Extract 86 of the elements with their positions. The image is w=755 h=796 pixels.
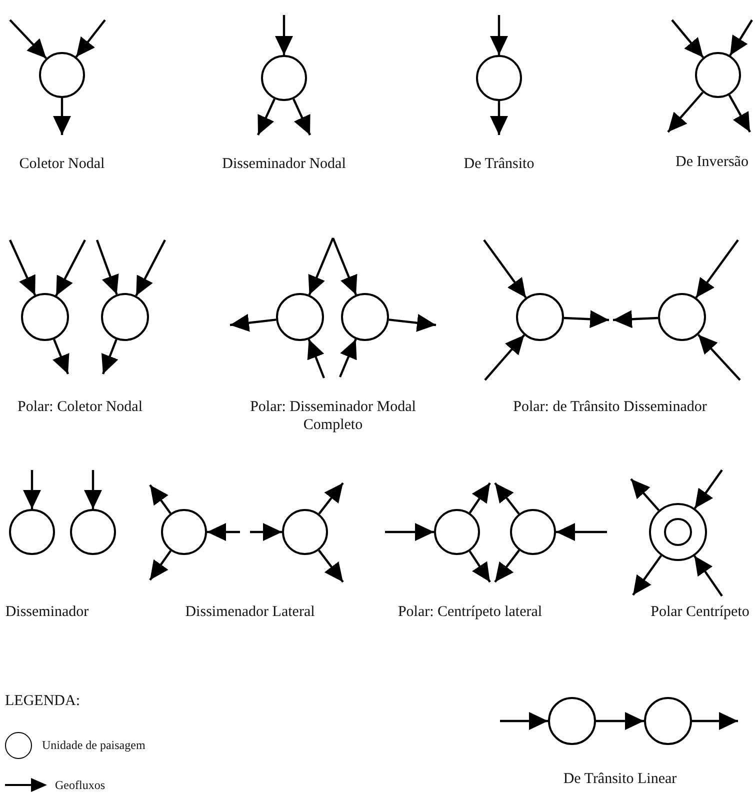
landscape-unit-circle bbox=[101, 293, 149, 341]
arrow bbox=[75, 19, 106, 58]
arrow bbox=[695, 239, 739, 298]
arrow bbox=[84, 470, 102, 509]
arrow bbox=[630, 478, 660, 512]
pattern-caption: Disseminador bbox=[5, 603, 89, 621]
arrow bbox=[468, 482, 491, 514]
arrow bbox=[292, 98, 311, 136]
pattern-caption: De Inversão bbox=[676, 153, 748, 171]
legend-label: Unidade de paisagem bbox=[42, 738, 146, 752]
landscape-unit-circle bbox=[516, 293, 564, 341]
arrow bbox=[483, 239, 527, 298]
arrow bbox=[257, 98, 276, 136]
arrow bbox=[96, 240, 119, 295]
arrow bbox=[694, 469, 723, 510]
arrow bbox=[52, 338, 70, 374]
arrow bbox=[500, 712, 548, 730]
landscape-unit-circle bbox=[434, 509, 480, 555]
arrow bbox=[149, 484, 172, 514]
arrow bbox=[596, 712, 644, 730]
landscape-unit-circle bbox=[510, 509, 556, 555]
landscape-unit-circle bbox=[649, 503, 707, 561]
arrow bbox=[564, 310, 610, 328]
arrow bbox=[612, 310, 658, 328]
landscape-unit-circle bbox=[161, 509, 207, 555]
arrow bbox=[135, 240, 166, 296]
legend-label: Geofluxos bbox=[55, 778, 105, 792]
arrow bbox=[9, 240, 36, 296]
arrow bbox=[307, 338, 326, 378]
pattern-caption: De Trânsito bbox=[464, 155, 534, 173]
legend-title: LEGENDA: bbox=[5, 692, 80, 710]
arrow bbox=[101, 339, 118, 374]
landscape-unit-circle bbox=[658, 293, 706, 341]
arrow bbox=[318, 550, 344, 583]
landscape-unit-circle bbox=[341, 293, 389, 341]
arrow bbox=[55, 240, 86, 296]
arrow bbox=[692, 712, 738, 730]
landscape-unit-circle bbox=[644, 697, 692, 745]
arrow bbox=[23, 470, 41, 509]
landscape-unit-circle bbox=[548, 697, 596, 745]
landscape-unit-circle bbox=[39, 52, 85, 98]
pattern-caption: Polar: de Trânsito Disseminador bbox=[513, 398, 707, 416]
arrow bbox=[556, 523, 607, 541]
arrow bbox=[490, 101, 508, 135]
pattern-caption: Polar Centrípeto bbox=[650, 603, 750, 621]
arrow bbox=[308, 238, 334, 296]
landscape-unit-circle bbox=[476, 55, 522, 101]
pattern-caption: Polar: Centrípeto lateral bbox=[398, 603, 542, 621]
arrow bbox=[385, 523, 434, 541]
arrow bbox=[494, 482, 520, 514]
landscape-unit-circle bbox=[695, 52, 741, 98]
arrow bbox=[230, 314, 276, 332]
arrow bbox=[729, 19, 753, 56]
arrow bbox=[728, 94, 751, 133]
arrow bbox=[632, 554, 662, 596]
arrow bbox=[388, 314, 436, 332]
pattern-caption: De Trânsito Linear bbox=[563, 770, 677, 788]
arrow bbox=[490, 15, 508, 55]
arrow bbox=[207, 523, 240, 541]
landscape-unit-circle bbox=[70, 509, 116, 555]
arrow bbox=[468, 550, 491, 583]
pattern-caption: Polar: Coletor Nodal bbox=[18, 398, 142, 416]
arrow bbox=[667, 92, 704, 133]
pattern-caption: Disseminador Nodal bbox=[222, 155, 346, 173]
arrow bbox=[332, 238, 358, 296]
landscape-unit-circle bbox=[276, 293, 324, 341]
landscape-unit-circle bbox=[261, 55, 307, 101]
pattern-caption: Dissimenador Lateral bbox=[185, 603, 315, 621]
arrow bbox=[53, 98, 71, 135]
arrow bbox=[671, 19, 704, 58]
pattern-caption: Coletor Nodal bbox=[19, 155, 105, 173]
arrow bbox=[694, 555, 723, 597]
arrow bbox=[484, 334, 526, 381]
pattern-caption: Polar: Disseminador Modal Completo bbox=[249, 398, 417, 434]
arrow bbox=[318, 482, 344, 514]
arrow bbox=[494, 550, 520, 583]
landscape-unit-circle bbox=[282, 509, 328, 555]
arrow bbox=[9, 19, 47, 60]
arrow bbox=[338, 338, 357, 378]
arrow bbox=[275, 15, 293, 55]
landscape-unit-circle bbox=[664, 518, 692, 546]
landscape-unit-circle bbox=[21, 293, 69, 341]
landscape-unit-circle bbox=[9, 509, 55, 555]
arrow bbox=[250, 523, 282, 541]
arrow bbox=[698, 334, 741, 381]
arrow bbox=[149, 550, 172, 581]
